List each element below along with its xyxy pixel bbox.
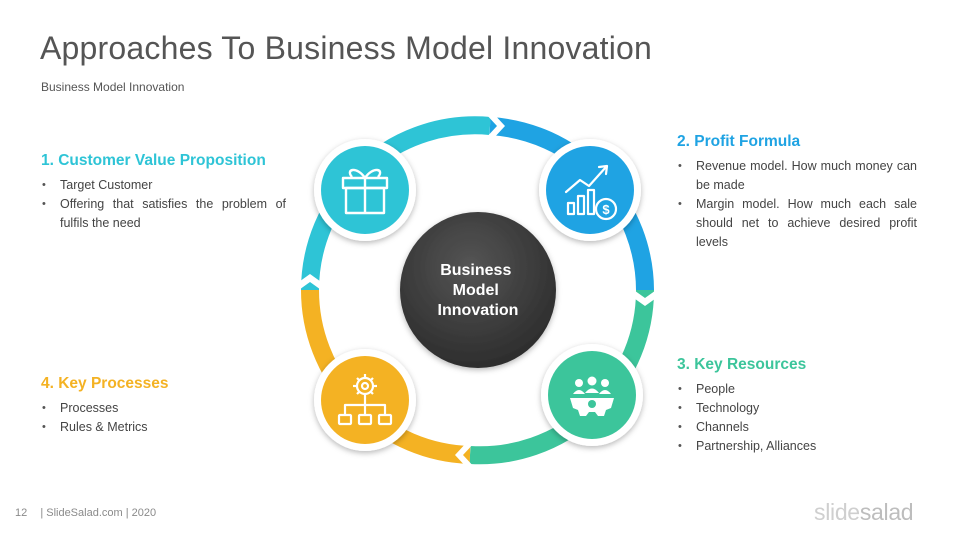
- bullet-item: Target Customer: [41, 176, 286, 195]
- footer: 12 | SlideSalad.com | 2020: [15, 507, 156, 519]
- node-key-resources: [541, 344, 643, 446]
- bullet-list: Processes Rules & Metrics: [41, 399, 286, 437]
- ring-arrow-notch: [484, 112, 505, 140]
- ring-arrow-notch: [296, 274, 324, 292]
- page-number: 12: [15, 507, 28, 519]
- bullet-item: Channels: [677, 418, 917, 437]
- chart-dollar-icon: [564, 164, 618, 221]
- section-heading: 1. Customer Value Proposition: [41, 152, 266, 169]
- bullet-item: Processes: [41, 399, 286, 418]
- gear-flow-icon: [337, 374, 393, 426]
- bullet-list: Target Customer Offering that satisfies …: [41, 176, 286, 233]
- section-key-processes: 4. Key Processes Processes Rules & Metri…: [41, 375, 286, 437]
- bullet-item: Margin model. How much each sale should …: [677, 195, 917, 252]
- bullet-item: Rules & Metrics: [41, 418, 286, 437]
- team-gear-icon: [570, 376, 614, 416]
- section-heading: 2. Profit Formula: [677, 133, 801, 150]
- center-label-line: Business: [440, 262, 511, 279]
- ring-arrow-notch: [631, 288, 659, 306]
- logo-part: salad: [859, 499, 914, 525]
- bullet-item: Offering that satisfies the problem of f…: [41, 195, 286, 233]
- bullet-item: Technology: [677, 399, 917, 418]
- logo-part: slide: [814, 499, 860, 525]
- bullet-item: People: [677, 380, 917, 399]
- node-customer-value: [314, 139, 416, 241]
- center-label-line: Model: [453, 282, 499, 299]
- bullet-list: People Technology Channels Partnership, …: [677, 380, 917, 456]
- slide-title: Approaches To Business Model Innovation: [40, 30, 653, 66]
- section-profit-formula: 2. Profit Formula Revenue model. How muc…: [677, 133, 917, 252]
- slide-subtitle: Business Model Innovation: [41, 80, 185, 94]
- section-heading: 4. Key Processes: [41, 375, 169, 392]
- center-label-line: Innovation: [438, 302, 519, 319]
- center-label: Business Model Innovation: [438, 262, 519, 319]
- bullet-item: Revenue model. How much money can be mad…: [677, 157, 917, 195]
- bullet-item: Partnership, Alliances: [677, 437, 917, 456]
- section-customer-value: 1. Customer Value Proposition Target Cus…: [41, 152, 286, 233]
- section-heading: 3. Key Resources: [677, 356, 807, 373]
- ring-arrow-notch: [455, 441, 476, 469]
- center-circle: [400, 212, 556, 368]
- node-profit-formula: $: [539, 139, 641, 241]
- section-key-resources: 3. Key Resources People Technology Chann…: [677, 356, 917, 456]
- dollar-sign: $: [602, 202, 610, 217]
- footer-text: | SlideSalad.com | 2020: [40, 507, 157, 519]
- brand-logo: slidesalad: [814, 499, 914, 526]
- gift-icon: [341, 168, 389, 215]
- node-key-processes: [314, 349, 416, 451]
- bullet-list: Revenue model. How much money can be mad…: [677, 157, 917, 252]
